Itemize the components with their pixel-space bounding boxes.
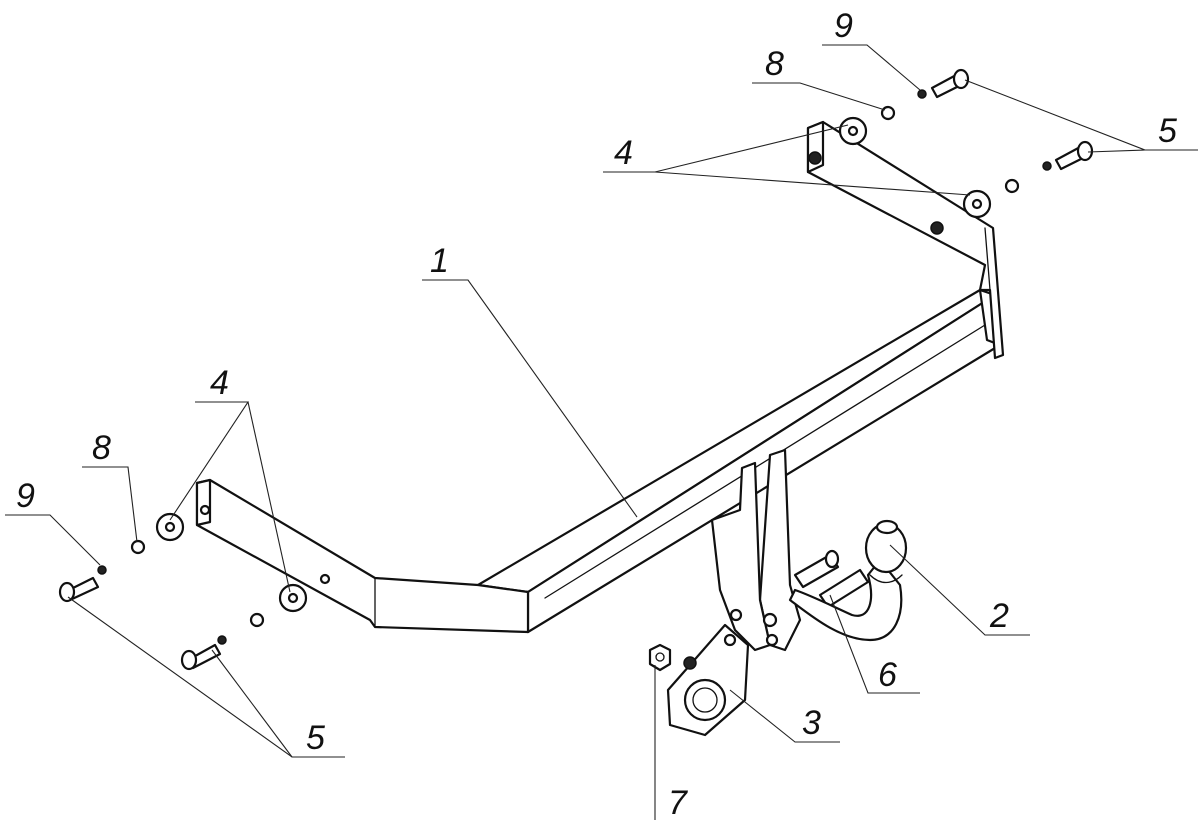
callout-8-right: 8 [765, 45, 784, 83]
callout-4-right: 4 [614, 134, 633, 172]
socket-nut [648, 643, 672, 672]
callout-7: 7 [668, 784, 688, 822]
drop-plate-bolts [793, 549, 870, 609]
callout-numbers: 1 2 3 4 4 5 5 6 7 8 8 9 9 [16, 7, 1177, 822]
callout-8-left: 8 [92, 429, 111, 467]
callout-5-left: 5 [306, 719, 325, 757]
callout-1: 1 [430, 242, 449, 280]
callout-3: 3 [802, 704, 821, 742]
callout-9-right: 9 [834, 7, 853, 45]
left-bracket-arm [195, 478, 530, 634]
callout-5-right: 5 [1158, 112, 1177, 150]
leader-lines [5, 44, 1198, 820]
socket-plate [666, 623, 750, 737]
right-bracket-arm [806, 120, 1005, 360]
right-hardware [838, 68, 1094, 219]
callout-6: 6 [878, 656, 897, 694]
callout-2: 2 [989, 597, 1009, 635]
callout-4-left: 4 [210, 364, 229, 402]
tow-ball [788, 519, 908, 642]
callout-9-left: 9 [16, 477, 35, 515]
